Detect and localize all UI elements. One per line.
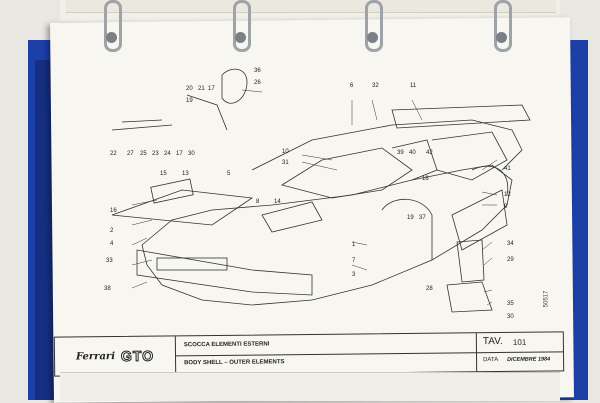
- punch-hole: [496, 32, 507, 43]
- rear-window: [431, 131, 508, 181]
- callout-label: 19: [186, 98, 193, 104]
- callout-label: 5: [227, 171, 231, 177]
- table-number: 101: [512, 337, 527, 347]
- engine-cover: [261, 201, 323, 233]
- callout-label: 28: [426, 286, 433, 292]
- table-label: TAV.: [482, 335, 503, 348]
- callout-label: 3: [352, 272, 356, 278]
- callout-label: 19: [407, 215, 414, 221]
- callout-label: 4: [110, 241, 114, 247]
- callout-label: 31: [282, 160, 289, 166]
- roof-outline: [251, 119, 523, 171]
- callout-labels: 36 26 20 21 17 19 22 27 25 23 24 17 30 6…: [104, 68, 514, 320]
- callout-label: 18: [422, 176, 429, 182]
- callout-label: 35: [507, 301, 514, 307]
- window-opening: [281, 147, 413, 199]
- callout-label: 38: [104, 286, 111, 292]
- callout-label: 15: [160, 171, 167, 177]
- callout-label: 24: [164, 151, 171, 157]
- page-stack-bottom: [60, 372, 560, 401]
- callout-label: 17: [176, 151, 183, 157]
- punch-hole: [367, 32, 378, 43]
- front-fascia: [136, 249, 313, 296]
- callout-label: 37: [419, 215, 426, 221]
- door-panel: [451, 189, 508, 251]
- callout-label: 11: [410, 83, 417, 89]
- callout-label: 22: [110, 151, 117, 157]
- hinge-bracket: [456, 239, 485, 283]
- date-label: DATA: [483, 357, 499, 364]
- callout-label: 13: [182, 171, 189, 177]
- body-shell-outline: [141, 164, 513, 306]
- date-value: DICEMBRE 1984: [507, 356, 551, 363]
- callout-label: 23: [152, 151, 159, 157]
- callout-label: 16: [110, 208, 117, 214]
- binder-ring: [104, 0, 122, 52]
- rear-wheel-arch: [471, 165, 509, 196]
- description-english: BODY SHELL – OUTER ELEMENTS: [184, 359, 285, 367]
- divider: [476, 351, 563, 354]
- grille: [156, 257, 228, 271]
- callout-label: 12: [504, 192, 511, 198]
- page-stack-edge: [66, 0, 556, 13]
- callout-label: 6: [350, 83, 354, 89]
- callout-label: 30: [188, 151, 195, 157]
- callout-label: 27: [127, 151, 134, 157]
- title-block: Ferrari GTO SCOCCA ELEMENTI ESTERNI BODY…: [53, 331, 565, 377]
- callout-label: 30: [507, 314, 514, 320]
- callout-label: 20: [186, 86, 193, 92]
- front-wheel-arch: [381, 198, 433, 260]
- mirror-bracket: [186, 94, 228, 131]
- callout-label: 1: [352, 242, 356, 248]
- description-cell: SCOCCA ELEMENTI ESTERNI BODY SHELL – OUT…: [175, 333, 478, 375]
- binder-spine-shadow: [35, 60, 55, 400]
- callout-label: 36: [254, 68, 261, 74]
- reference-cell: TAV. 101 DATA DICEMBRE 1984: [476, 332, 563, 371]
- callout-label: 40: [409, 150, 416, 156]
- callout-label: 42: [426, 150, 433, 156]
- callout-label: 21: [198, 86, 205, 92]
- callout-label: 32: [372, 83, 379, 89]
- callout-label: 25: [140, 151, 147, 157]
- side-code: 50517: [543, 290, 550, 308]
- rear-spoiler: [391, 104, 531, 129]
- latch-bracket: [446, 281, 493, 313]
- callout-label: 9: [504, 204, 508, 210]
- bonnet-vent: [150, 178, 194, 204]
- divider: [176, 352, 477, 357]
- callout-label: 34: [507, 241, 514, 247]
- punch-hole: [106, 32, 117, 43]
- callout-label: 2: [110, 228, 114, 234]
- callout-label: 8: [256, 199, 260, 205]
- exploded-body-drawing: 36 26 20 21 17 19 22 27 25 23 24 17 30 6…: [104, 68, 531, 320]
- binder-ring: [365, 0, 383, 52]
- binder-ring: [233, 0, 251, 52]
- callout-label: 39: [397, 150, 404, 156]
- description-italian: SCOCCA ELEMENTI ESTERNI: [183, 341, 270, 349]
- bonnet-panel: [111, 189, 254, 226]
- door-pillar: [391, 139, 438, 181]
- model-name: GTO: [120, 347, 155, 364]
- mirror-assembly: [221, 68, 248, 104]
- binder-ring: [494, 0, 512, 52]
- callout-label: 26: [254, 80, 261, 86]
- callout-label: 14: [274, 199, 281, 205]
- door-handle-detail: [111, 119, 173, 131]
- punch-hole: [235, 32, 246, 43]
- callout-label: 7: [352, 258, 356, 264]
- callout-label: 10: [282, 149, 289, 155]
- callout-label: 29: [507, 257, 514, 263]
- callout-label: 17: [208, 86, 215, 92]
- brand-logo: Ferrari GTO: [54, 336, 177, 376]
- callout-label: 41: [504, 166, 511, 172]
- brand-name: Ferrari: [75, 350, 116, 362]
- callout-label: 33: [106, 258, 113, 264]
